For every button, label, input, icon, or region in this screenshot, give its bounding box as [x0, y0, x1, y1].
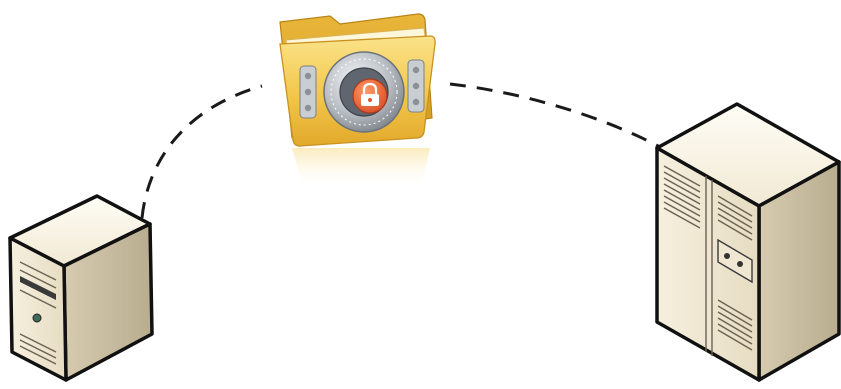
folder-bolt-plate-left [300, 66, 316, 118]
connector-client-to-folder [142, 86, 262, 218]
server-rack-icon [657, 104, 839, 380]
padlock-icon [353, 79, 387, 113]
server-tower-icon [10, 196, 152, 380]
folder-bolt-plate-right [408, 60, 424, 112]
connector-folder-to-rack [450, 84, 662, 148]
locked-folder-icon [280, 14, 435, 190]
